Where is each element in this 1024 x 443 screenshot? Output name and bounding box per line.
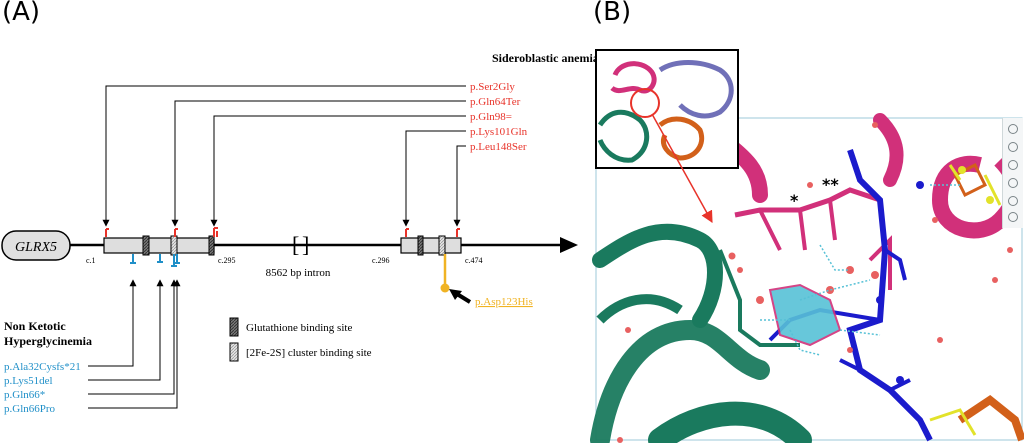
nkh-variant: p.Gln66* xyxy=(4,389,45,401)
exon-block-1 xyxy=(103,237,215,254)
eye-icon[interactable] xyxy=(1008,178,1018,188)
thick-arrow-icon xyxy=(449,289,472,304)
legend-cluster: [2Fe-2S] cluster binding site xyxy=(246,347,372,359)
coord-c1: c.1 xyxy=(86,256,96,265)
nkh-variant: p.Ala32Cysfs*21 xyxy=(4,361,81,373)
gene-name: GLRX5 xyxy=(15,240,57,255)
legend-glutathione: Glutathione binding site xyxy=(246,322,352,334)
highlight-variant-label: p.Asp123His xyxy=(475,296,533,308)
sideroblastic-connectors xyxy=(102,85,466,227)
gene-pill xyxy=(1,230,71,261)
exon-block-2 xyxy=(400,237,462,254)
nkh-title-line1: Non Ketotic xyxy=(4,319,66,333)
nkh-variant-list: p.Ala32Cysfs*21 p.Lys51del p.Gln66* p.Gl… xyxy=(4,361,81,415)
coord-c474: c.474 xyxy=(465,256,483,265)
cluster-site-1 xyxy=(170,235,178,256)
nkh-connectors xyxy=(88,279,181,409)
glutathione-site-1 xyxy=(142,235,150,256)
nkh-variant: p.Gln66Pro xyxy=(4,403,56,415)
sideroblastic-variant: p.Lys101Gln xyxy=(470,126,528,138)
panel-b-label: (B) xyxy=(593,0,632,27)
highlight-dot xyxy=(440,283,450,293)
asterisk-double: ** xyxy=(822,175,839,194)
nkh-markers xyxy=(130,254,180,267)
coord-c296: c.296 xyxy=(372,256,390,265)
sideroblastic-markers xyxy=(105,227,460,237)
structure-inset xyxy=(595,49,739,169)
sideroblastic-variant: p.Ser2Gly xyxy=(470,81,515,93)
glutathione-site-3 xyxy=(417,235,424,256)
asterisk-single: * xyxy=(790,191,799,210)
sideroblastic-variant: p.Gln98= xyxy=(470,111,512,123)
sideroblastic-title: Sideroblastic anemia xyxy=(492,51,599,65)
intron-bracket-close: ] xyxy=(302,232,309,257)
structure-panel xyxy=(590,112,1024,443)
viewer-toolbar xyxy=(1002,118,1023,228)
sideroblastic-variant: p.Leu148Ser xyxy=(470,141,527,153)
wrench-icon[interactable] xyxy=(1008,160,1018,170)
nkh-variant: p.Lys51del xyxy=(4,375,53,387)
intron-bracket-open: [ xyxy=(292,232,299,257)
cluster-site-2 xyxy=(438,235,446,256)
panel-a-label: (A) xyxy=(2,0,41,27)
sideroblastic-variant-list: p.Ser2Gly p.Gln64Ter p.Gln98= p.Lys101Gl… xyxy=(470,81,528,153)
nkh-title-line2: Hyperglycinemia xyxy=(4,334,92,348)
sideroblastic-variant: p.Gln64Ter xyxy=(470,96,521,108)
glutathione-site-2 xyxy=(208,235,215,256)
intron-label: 8562 bp intron xyxy=(266,267,331,279)
legend-swatch-glutathione xyxy=(229,317,239,337)
target-icon[interactable] xyxy=(1008,142,1018,152)
rotate-icon[interactable] xyxy=(1008,124,1018,134)
layers-icon[interactable] xyxy=(1008,196,1018,206)
legend-swatch-cluster xyxy=(229,342,239,362)
coord-c295: c.295 xyxy=(218,256,236,265)
pointer-icon[interactable] xyxy=(1008,212,1018,222)
arrow-right-icon xyxy=(560,237,578,253)
inset-pointer-arrow xyxy=(651,113,713,224)
